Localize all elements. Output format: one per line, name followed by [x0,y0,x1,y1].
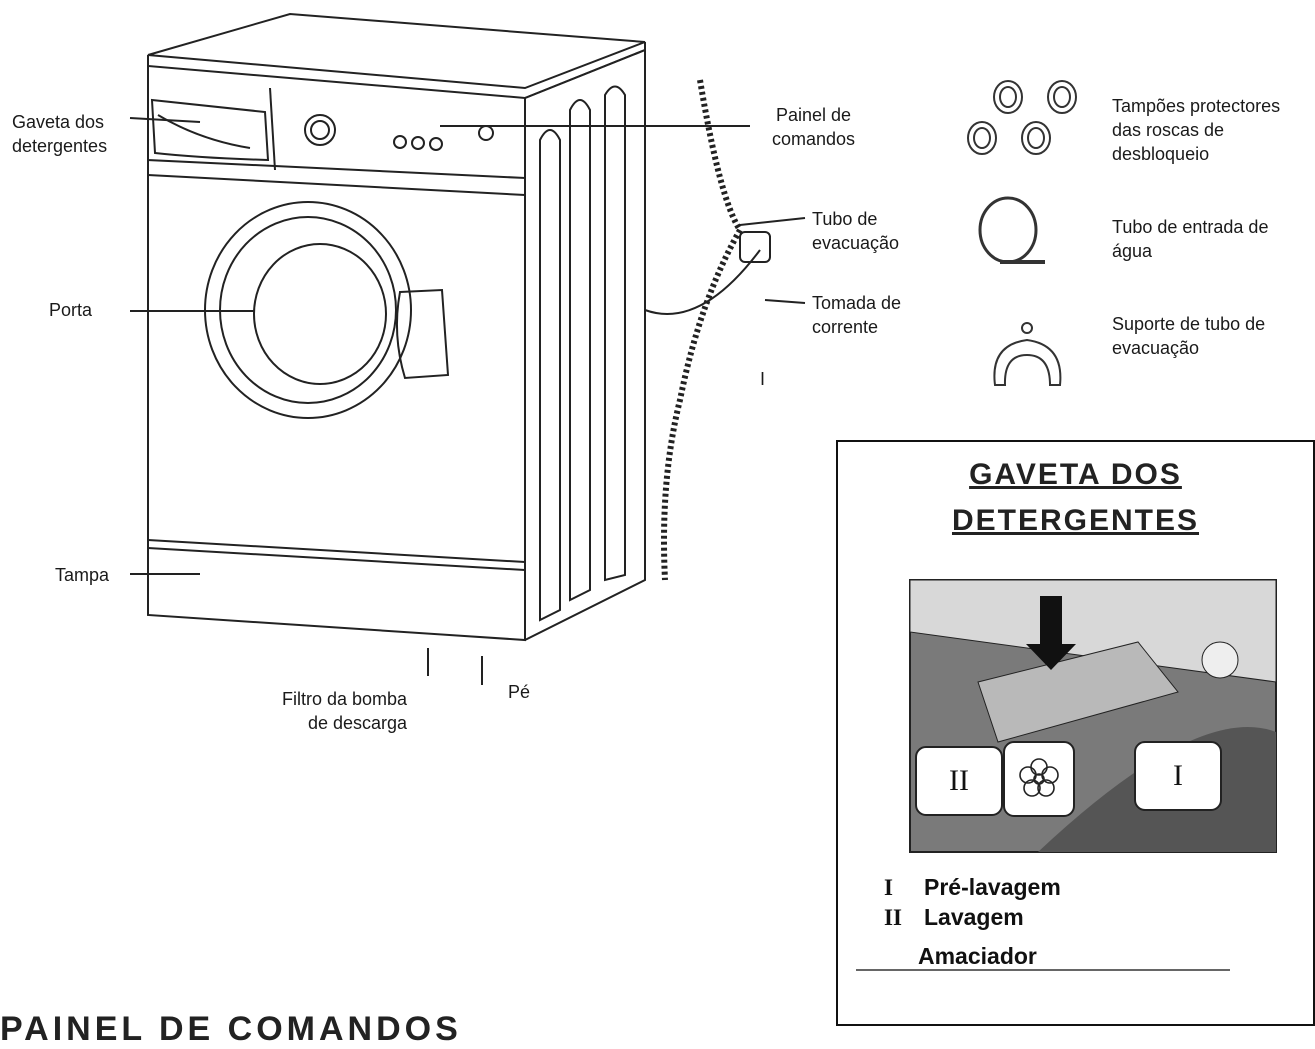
machine-front [147,160,526,642]
label-drain-hose: Tubo de evacuação [812,209,900,253]
machine-top [147,12,646,90]
program-knob [304,114,336,146]
label-detergent-drawer: Gaveta dos detergentes [12,112,108,156]
drawer-photo [856,579,1277,971]
tag-II-label: II [949,764,969,797]
dial-icon [1201,641,1239,679]
label-protective-caps: Tampões protectores das roscas de desblo… [1112,96,1281,164]
stray-mark: I [760,369,766,389]
tag-I [1134,741,1222,811]
legend-softener: Amaciador [918,943,1037,969]
inlet-hose-icon [978,196,1045,264]
machine-side [524,48,646,641]
bottom-section-title: PAINEL DE COMANDOS [0,1010,462,1048]
hose-support-icon [993,322,1062,386]
door-glass [253,243,387,385]
label-pump-filter: Filtro da bomba de descarga [282,689,408,733]
drawer-title-line1: GAVETA DOS [969,458,1182,491]
control-panel [147,66,526,180]
tag-I-label: I [1173,759,1183,792]
plinth [147,539,526,563]
drawer-title-line2: DETERGENTES [951,504,1200,537]
plug [739,231,771,263]
door-handle [395,288,450,380]
label-foot: Pé [508,682,531,702]
detergent-drawer-shape [150,98,270,162]
flower-icon [1019,758,1059,797]
label-door: Porta [49,300,93,320]
label-power-plug: Tomada de corrente [812,293,902,337]
tag-flower [1003,741,1075,817]
arrow-icon [1040,596,1062,646]
protective-caps-icon [967,80,1077,155]
label-control-panel: Painel de comandos [772,105,856,149]
tag-II [915,746,1003,816]
label-inlet-hose: Tubo de entrada de água [1112,217,1269,261]
washing-machine-illustration [129,12,1077,685]
label-hose-support: Suporte de tubo de evacuação [1112,314,1266,358]
label-cover: Tampa [55,565,110,585]
drain-hose [661,79,744,581]
